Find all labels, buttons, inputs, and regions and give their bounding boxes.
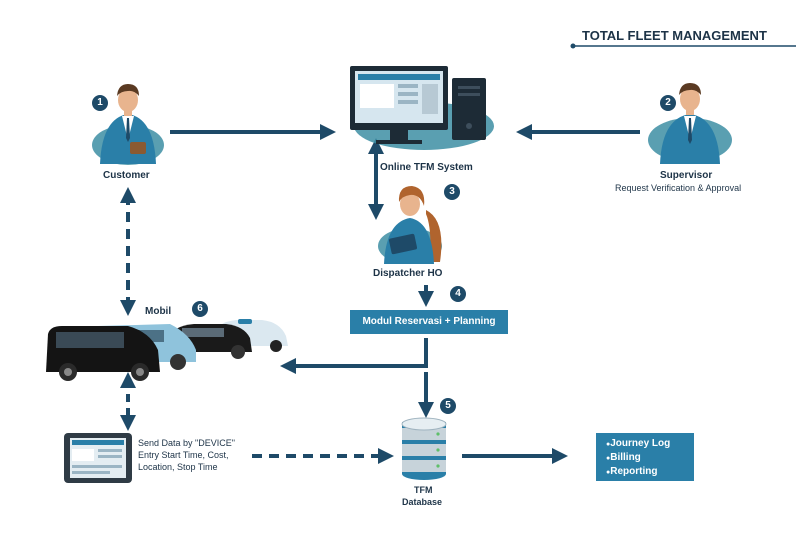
arrow-modul-to-mobil <box>280 338 428 374</box>
header-underline <box>570 43 796 49</box>
customer-person-icon <box>92 84 164 165</box>
badge-dispatcher-number: 3 <box>444 184 460 200</box>
customer-label: Customer <box>103 170 150 181</box>
device-line-3: Location, Stop Time <box>138 462 218 472</box>
report-item-billing: Billing <box>606 451 694 465</box>
cars-fleet-icon <box>46 319 288 381</box>
database-label-line-2: Database <box>402 497 443 507</box>
badge-database-number: 5 <box>440 398 456 414</box>
dispatcher-label: Dispatcher HO <box>373 268 443 279</box>
database-label-line-1: TFM <box>414 485 433 495</box>
badge-supervisor-number: 2 <box>660 95 676 111</box>
badge-customer-number: 1 <box>92 95 108 111</box>
tablet-device-icon <box>64 433 132 483</box>
system-label: Online TFM System <box>380 162 473 173</box>
computer-icon <box>350 66 494 150</box>
supervisor-label: Supervisor <box>660 170 713 181</box>
modul-reservasi-box: Modul Reservasi + Planning <box>350 310 508 334</box>
badge-modul-number: 4 <box>450 286 466 302</box>
reports-box: Journey Log Billing Reporting <box>596 433 694 481</box>
device-line-1: Send Data by "DEVICE" <box>138 438 235 448</box>
report-item-reporting: Reporting <box>606 465 694 479</box>
supervisor-sublabel: Request Verification & Approval <box>615 183 742 193</box>
page-title: TOTAL FLEET MANAGEMENT <box>582 28 767 43</box>
supervisor-person-icon <box>648 83 732 164</box>
device-line-2: Entry Start Time, Cost, <box>138 450 229 460</box>
badge-mobil-number: 6 <box>192 301 208 317</box>
report-item-journey-log: Journey Log <box>606 437 694 451</box>
database-server-icon <box>401 417 447 480</box>
mobil-label: Mobil <box>145 306 172 317</box>
reports-list: Journey Log Billing Reporting <box>606 437 694 479</box>
dispatcher-person-icon <box>378 186 442 264</box>
